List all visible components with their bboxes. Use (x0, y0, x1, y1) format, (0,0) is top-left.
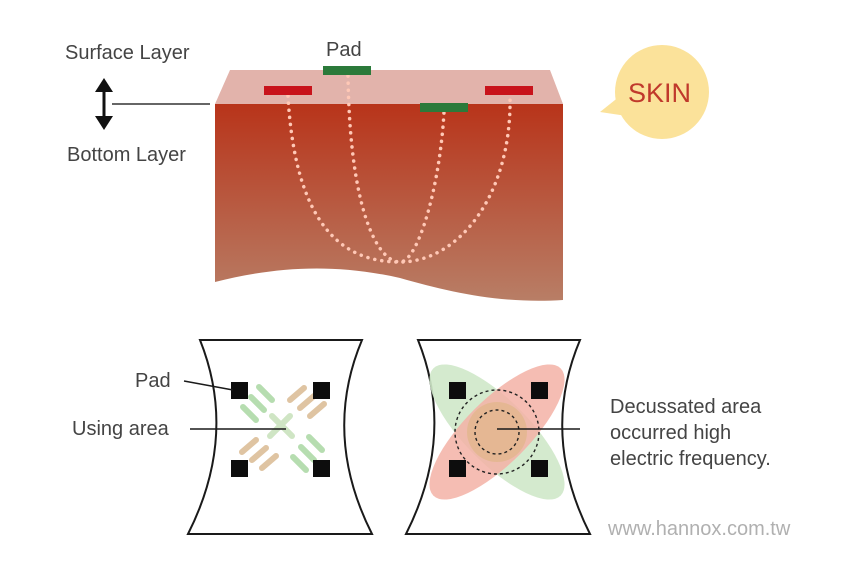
layer-indicator (95, 78, 210, 130)
pad-square-top-right-r (531, 382, 548, 399)
arrow-up-icon (95, 78, 113, 92)
surface-layer-label: Surface Layer (65, 42, 190, 64)
current-path-lines (286, 74, 512, 264)
dashed-ring-inner (474, 409, 520, 455)
skin-bubble-body (615, 45, 709, 139)
pad-square-bottom-right-r (531, 460, 548, 477)
pad-square-top-right (313, 382, 330, 399)
dashed-ring-outer (454, 389, 540, 475)
decussated-line-1: Decussated area (610, 396, 762, 418)
skin-surface-layer (215, 70, 563, 104)
decussated-area-label: Decussated area occurred high electric f… (610, 394, 771, 472)
current-path-inner (346, 74, 446, 264)
pad-leader-line (183, 380, 234, 391)
pad-square-bottom-left (231, 460, 248, 477)
skin-label: SKIN (628, 78, 692, 108)
pad-green-top (323, 66, 371, 75)
pad-square-top-left (231, 382, 248, 399)
body-right (404, 339, 592, 535)
using-area-tan (239, 385, 327, 471)
pad-green-middle (420, 103, 468, 112)
arrow-down-icon (95, 116, 113, 130)
pad-red-right (485, 86, 533, 95)
pad-square-top-left-r (449, 382, 466, 399)
pad-label-top: Pad (326, 39, 362, 61)
skin-cross-section (215, 66, 563, 301)
body-right-outline (404, 339, 592, 535)
decussated-line-3: electric frequency. (610, 448, 771, 470)
decussated-line-2: occurred high (610, 422, 732, 444)
skin-bottom-layer (215, 104, 563, 301)
skin-bubble (600, 45, 709, 139)
using-area-center (267, 413, 295, 439)
body-left-outline (186, 339, 374, 535)
pad-red-left (264, 86, 312, 95)
overlap-area (467, 402, 527, 462)
body-left (183, 339, 374, 535)
pad-label-bottom: Pad (135, 370, 171, 392)
pad-square-bottom-right (313, 460, 330, 477)
bottom-layer-label: Bottom Layer (67, 144, 186, 166)
watermark: www.hannox.com.tw (608, 518, 791, 540)
pad-square-bottom-left-r (449, 460, 466, 477)
using-area-label: Using area (72, 418, 169, 440)
using-area-green (240, 384, 325, 473)
